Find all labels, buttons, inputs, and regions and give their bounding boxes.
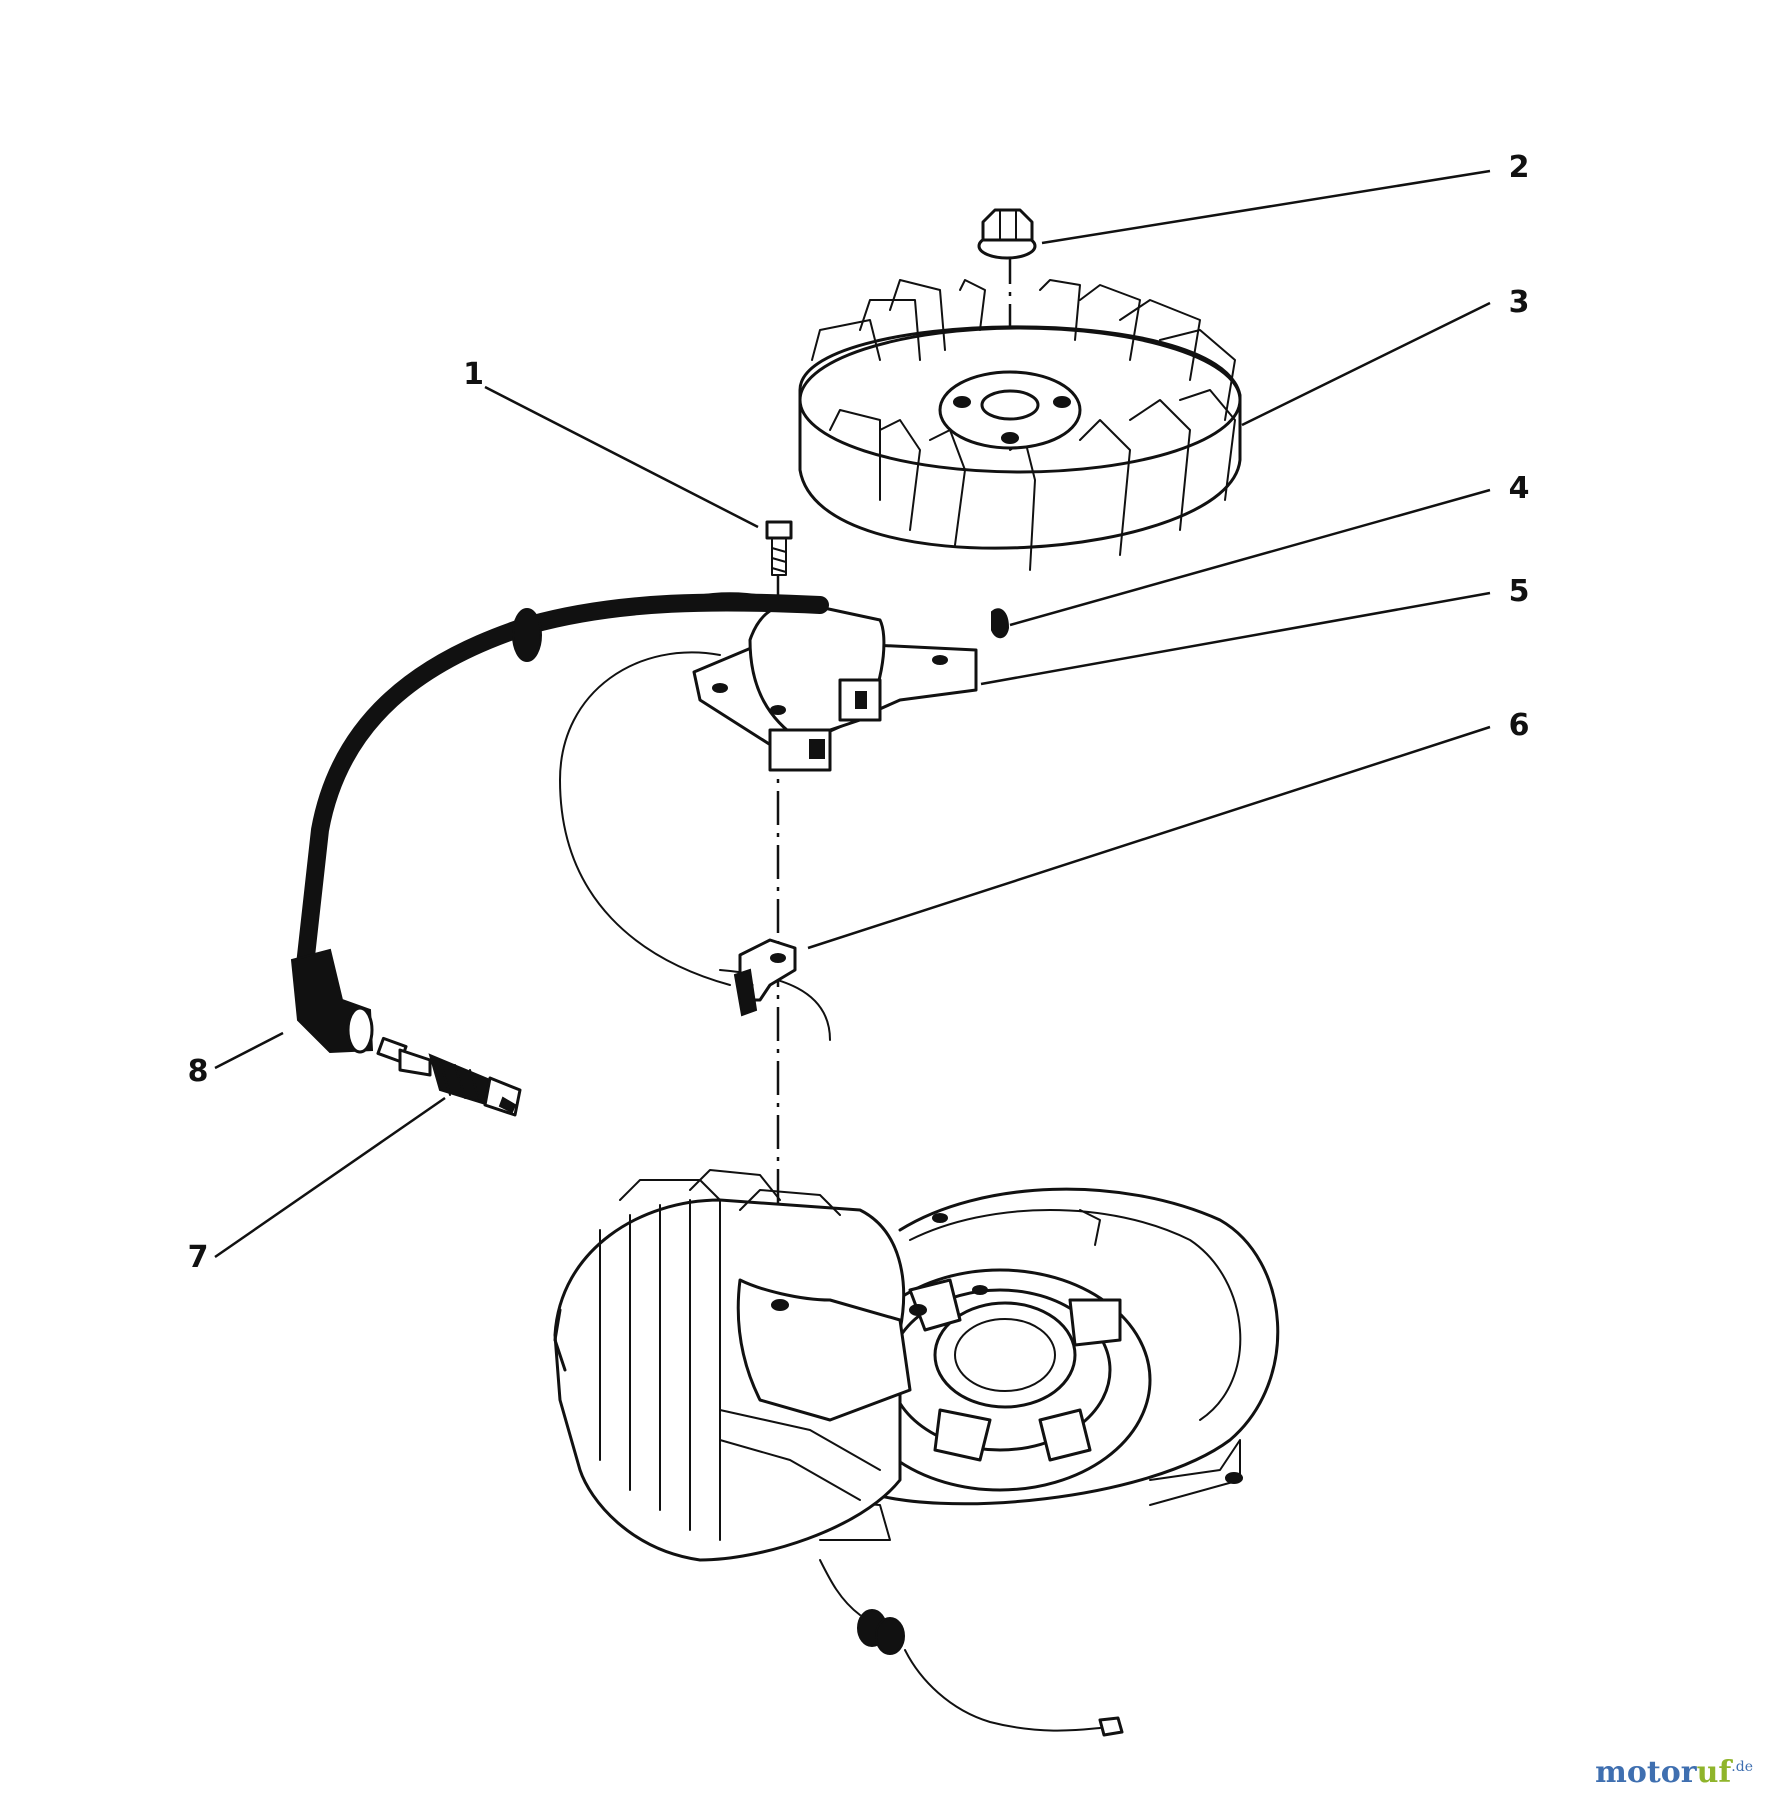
callout-8: 8 [188, 1054, 209, 1089]
callout-3: 3 [1509, 285, 1530, 320]
leader-lines [214, 169, 1491, 1259]
flange-nut-part [977, 208, 1037, 260]
engine-block [553, 1169, 1280, 1737]
callout-1: 1 [463, 357, 484, 392]
watermark-part2: uf [1696, 1755, 1732, 1790]
flywheel-part [798, 279, 1242, 571]
watermark-part1: motor [1595, 1755, 1697, 1790]
callout-5: 5 [1509, 574, 1530, 609]
bolt-part [765, 520, 793, 576]
callout-labels: 1 2 3 4 5 6 7 8 [188, 150, 1530, 1275]
watermark-suffix: .de [1731, 1759, 1753, 1775]
callout-2: 2 [1509, 150, 1530, 185]
ground-clip-part [733, 938, 797, 1017]
spark-plug-part [376, 1036, 522, 1117]
ignition-coil-part [668, 592, 978, 772]
callout-4: 4 [1509, 471, 1530, 506]
spark-plug-lead-part [290, 593, 829, 1054]
flywheel-key-part [991, 608, 1010, 639]
callout-6: 6 [1509, 708, 1530, 743]
watermark-logo: motoruf.de [1595, 1755, 1753, 1790]
callout-7: 7 [188, 1240, 209, 1275]
